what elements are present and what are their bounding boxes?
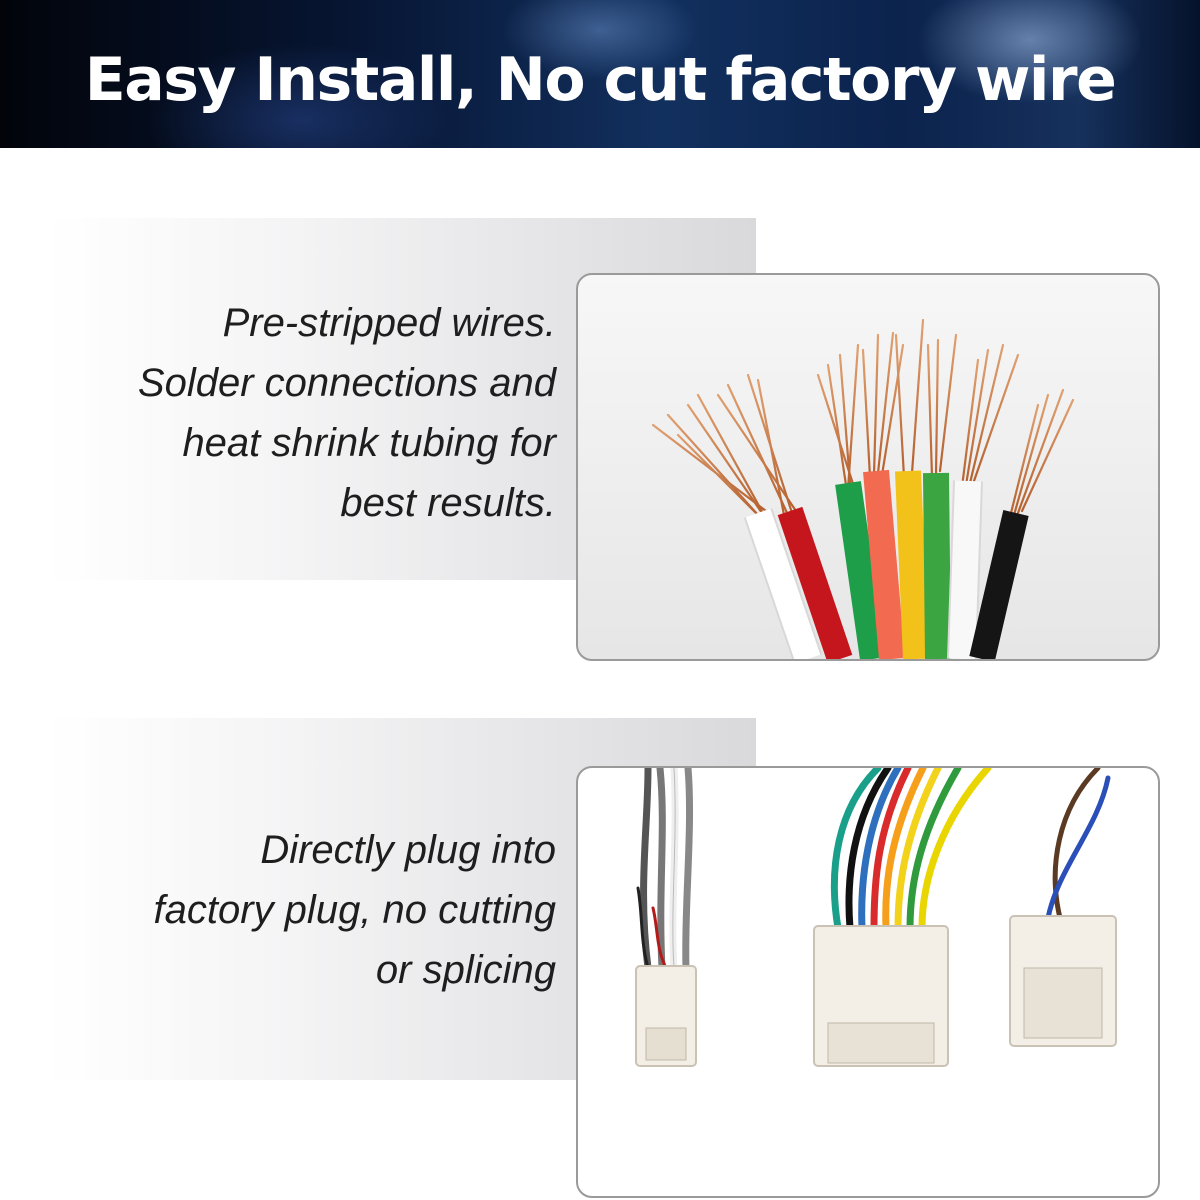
caption-line: heat shrink tubing for: [182, 421, 556, 465]
wiring-harness-connectors-photo: [576, 766, 1160, 1198]
caption-line: Directly plug into: [260, 828, 556, 872]
feature-caption-plug-in: Directly plug into factory plug, no cutt…: [60, 820, 556, 1000]
caption-line: Solder connections and: [137, 361, 556, 405]
header-banner: Easy Install, No cut factory wire: [0, 0, 1200, 148]
stripped-wires-photo: [576, 273, 1160, 661]
caption-line: or splicing: [375, 948, 556, 992]
caption-line: Pre-stripped wires.: [222, 301, 556, 345]
feature-caption-stripped-wires: Pre-stripped wires. Solder connections a…: [60, 293, 556, 533]
caption-line: factory plug, no cutting: [153, 888, 556, 932]
banner-title: Easy Install, No cut factory wire: [84, 45, 1117, 115]
caption-line: best results.: [340, 481, 556, 525]
